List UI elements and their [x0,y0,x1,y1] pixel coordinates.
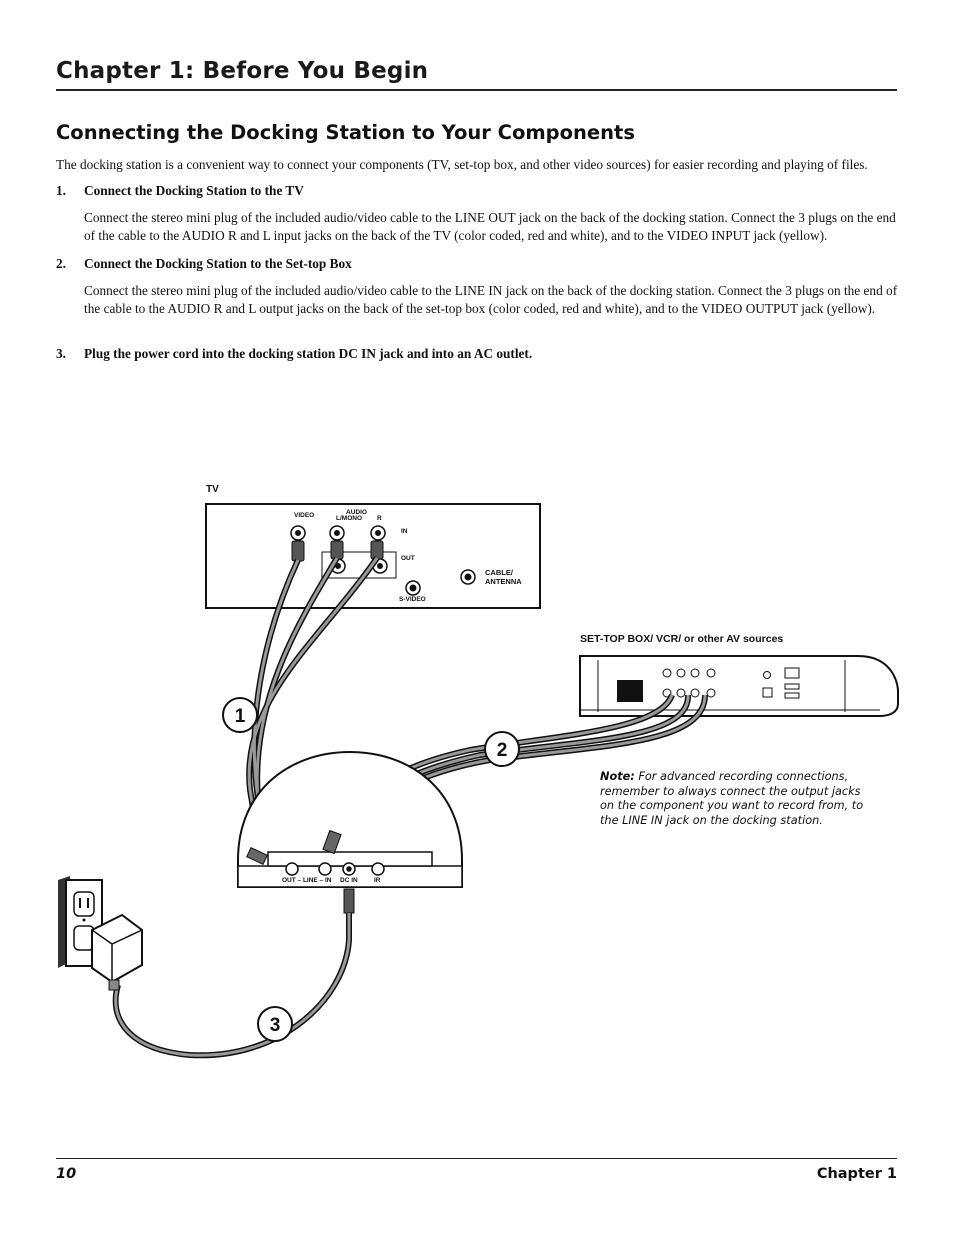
footer-rule [56,1158,897,1159]
dock-ir-jack [371,862,385,876]
chapter-header: Chapter 1: Before You Begin [56,58,429,84]
tv-audio-label: AUDIO [346,509,367,516]
tv-in-label: IN [401,528,408,535]
tv-label: TV [206,484,219,495]
step-number: 3. [56,346,66,361]
dock-line-in-jack [318,862,332,876]
svg-text:1: 1 [235,706,246,727]
tv-out-label: OUT [401,555,415,562]
section-title: Connecting the Docking Station to Your C… [56,121,635,144]
callout-1: 1 [222,697,258,733]
svg-text:3: 3 [270,1015,281,1036]
set-top-box [579,655,899,717]
dock-line-out-jack [285,862,299,876]
docking-station [237,750,463,914]
step-1-title: 1. Connect the Docking Station to the TV [56,183,304,199]
svg-text:2: 2 [497,740,508,761]
callout-3: 3 [257,1006,293,1042]
step-number: 1. [56,183,66,198]
dock-dc-in-label: DC IN [340,877,358,884]
tv-video-label: VIDEO [294,512,315,519]
step-number: 2. [56,256,66,271]
note-text: For advanced recording connections, reme… [600,770,864,827]
step-2-title: 2. Connect the Docking Station to the Set… [56,256,352,272]
note-label: Note: [600,770,635,783]
footer-chapter: Chapter 1 [816,1166,897,1182]
header-rule [56,89,897,91]
footer-page-number: 10 [56,1166,77,1182]
tv-plugs [291,540,384,562]
dock-line-label: OUT – LINE – IN [282,877,332,884]
intro-paragraph: The docking station is a convenient way … [56,157,868,172]
power-cord [112,913,352,1059]
step-3-title: 3. Plug the power cord into the docking s… [56,346,532,362]
tv-r-label: R [377,515,382,522]
step-title-text: Connect the Docking Station to the TV [84,183,304,198]
step-title-text: Plug the power cord into the docking sta… [84,346,533,361]
tv-l-mono-label: L/MONO [336,515,362,522]
step-2-body: Connect the stereo mini plug of the incl… [84,283,898,316]
power-adapter [91,913,143,991]
callout-2: 2 [484,731,520,767]
stb-label: SET-TOP BOX/ VCR/ or other AV sources [580,633,784,645]
wall-outlet [58,876,103,968]
step-title-text: Connect the Docking Station to the Set-t… [84,256,352,271]
tv-s-video-label: S-VIDEO [399,596,426,603]
dock-ir-label: IR [374,877,381,884]
tv-cable-antenna-label: CABLE/ANTENNA [485,568,522,586]
step-1-body: Connect the stereo mini plug of the incl… [84,210,896,243]
note: Note: For advanced recording connections… [600,770,875,828]
